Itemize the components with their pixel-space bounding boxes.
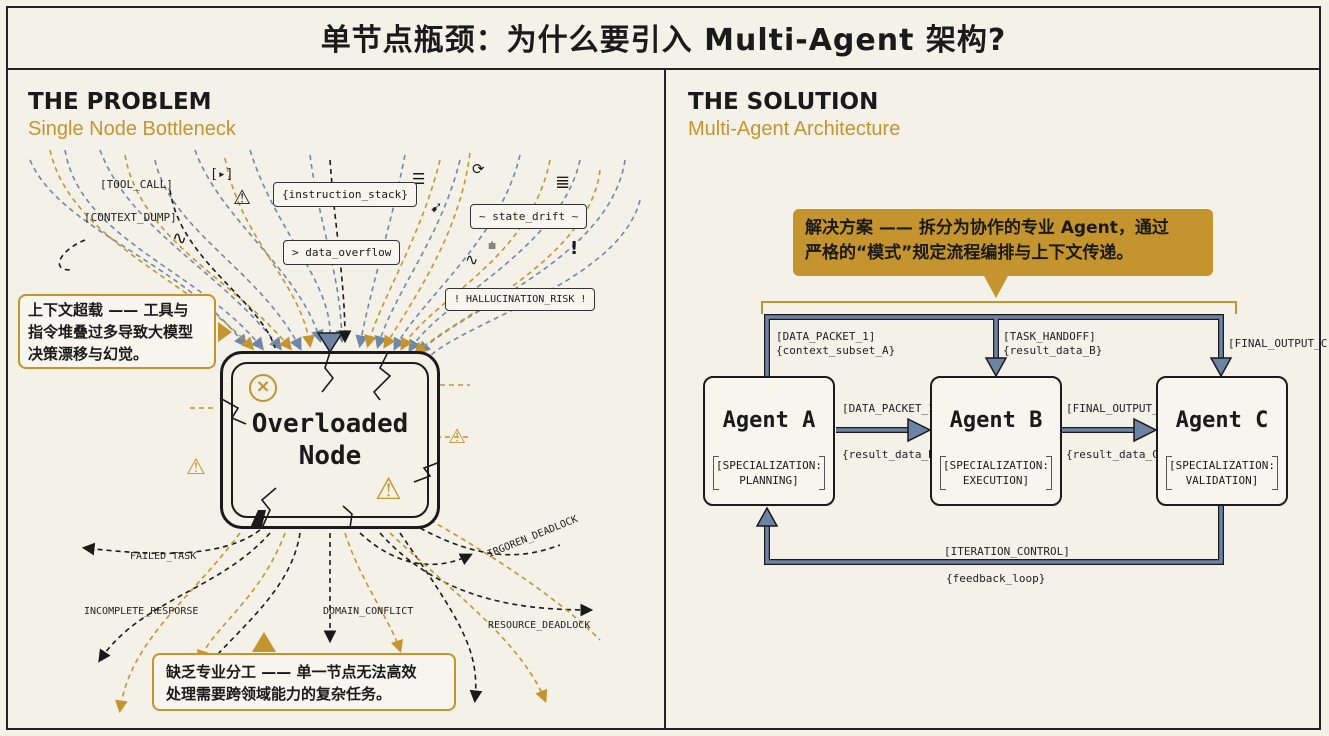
callout-line: 缺乏专业分工 —— 单一节点无法高效 [166,663,417,681]
outer-frame [6,6,1321,730]
label-play-tag: [▸] [210,167,234,182]
label-tool-call: [TOOL_CALL] [100,178,173,191]
overloaded-node-inner [231,362,429,518]
warning-triangle-icon: ⚠ [233,185,251,209]
label-failed-task: FAILED_TASK [130,551,197,562]
callout-line: 严格的“模式”规定流程编排与上下文传递。 [805,243,1134,263]
label-hallucination-risk: ! HALLUCINATION_RISK ! [445,288,596,311]
flow-label-result-data-b: {result_data_B} [1003,344,1103,357]
problem-heading: THE PROBLEM [28,89,212,115]
label-state-drift: ~ state_drift ~ [470,204,588,229]
flow-label-context-subset: {context_subset_A} [776,344,896,357]
callout-line: 处理需要跨领域能力的复杂任务。 [166,685,392,703]
problem-callout-context: 上下文超载 —— 工具与 指令堆叠过多导致大模型 决策漂移与幻觉。 [18,294,216,369]
label-data-overflow: > data_overflow [283,240,401,265]
callout-line: 解决方案 —— 拆分为协作的专业 Agent，通过 [805,218,1169,238]
solution-subheading: Multi-Agent Architecture [688,118,901,140]
flow-label-ab-result: {result_data_B} [842,448,942,461]
flow-label-task-handoff: [TASK_HANDOFF] [1003,330,1096,343]
flow-label-feedback-loop: {feedback_loop} [946,572,1046,585]
error-circle-icon: × [249,374,277,402]
problem-subheading: Single Node Bottleneck [28,118,236,140]
callout-line: 指令堆叠过多导致大模型 [28,323,194,341]
agent-specialization: [SPECIALIZATION: PLANNING] [713,456,825,490]
stack-icon: ≣ [555,172,571,193]
label-context-dump: [CONTEXT_DUMP] [84,211,177,224]
panel-divider [664,70,666,730]
label-incomplete-response: INCOMPLETE_RESPORSE [84,606,199,617]
callout-line: 决策漂移与幻觉。 [28,345,149,363]
agent-name: Agent B [949,408,1043,433]
flow-label-bc-result: {result_data_C} [1066,448,1166,461]
problem-callout-specialization: 缺乏专业分工 —— 单一节点无法高效 处理需要跨领域能力的复杂任务。 [152,653,456,711]
warning-triangle-icon: ⚠ [448,424,466,448]
flow-label-data-packet: [DATA_PACKET_1] [776,330,876,343]
exclamation-icon: ! [570,238,579,259]
spec-line: [SPECIALIZATION: [943,459,1049,472]
title-bar: 单节点瓶颈：为什么要引入 Multi-Agent 架构? [6,6,1321,70]
callout-line: 上下文超载 —— 工具与 [28,301,189,319]
node-label-line: Overloaded [251,409,409,439]
flow-label-bc-output: [FINAL_OUTPUT_C] [1066,402,1172,415]
agent-a-box: Agent A [SPECIALIZATION: PLANNING] [703,376,835,506]
page-title: 单节点瓶颈：为什么要引入 Multi-Agent 架构? [320,23,1007,58]
filter-icon: ⩧ [488,238,497,254]
solution-heading: THE SOLUTION [688,89,879,115]
overloaded-node: × ⚠ Overloaded Node [220,351,440,529]
node-label-line: Node [298,441,362,471]
flow-label-final-output: [FINAL_OUTPUT_C] [1228,337,1329,350]
flow-label-iteration-control: [ITERATION_CONTROL] [944,545,1070,558]
spec-line: VALIDATION] [1185,474,1259,487]
overloaded-node-label: Overloaded Node [223,408,437,472]
label-resource-deadlock: RESOURCE_DEADLOCK [488,620,591,631]
wave-icon: ∿ [172,228,188,249]
agent-c-box: Agent C [SPECIALIZATION: VALIDATION] [1156,376,1288,506]
agent-name: Agent A [722,408,816,433]
label-instruction-stack: {instruction_stack} [273,182,417,207]
node-cracks [219,351,441,529]
chat-refresh-icon: ⟳ [472,160,485,178]
agent-specialization: [SPECIALIZATION: VALIDATION] [1166,456,1278,490]
flow-label-ab-packet: [DATA_PACKET_1] [842,402,942,415]
pulse-icon: ∿ [465,250,479,269]
agent-name: Agent C [1175,408,1269,433]
spec-line: [SPECIALIZATION: [716,459,822,472]
rocket-icon: ➹ [430,198,443,216]
label-domain-conflict: DOMAIN_CONFLICT [323,606,414,617]
spec-line: EXECUTION] [962,474,1030,487]
warning-triangle-icon: ⚠ [375,472,402,507]
agent-specialization: [SPECIALIZATION: EXECUTION] [940,456,1052,490]
spec-line: [SPECIALIZATION: [1169,459,1275,472]
warning-triangle-icon: ⚠ [186,455,206,480]
agent-b-box: Agent B [SPECIALIZATION: EXECUTION] [930,376,1062,506]
solution-callout: 解决方案 —— 拆分为协作的专业 Agent，通过 严格的“模式”规定流程编排与… [793,209,1213,276]
spec-line: PLANNING] [739,474,799,487]
